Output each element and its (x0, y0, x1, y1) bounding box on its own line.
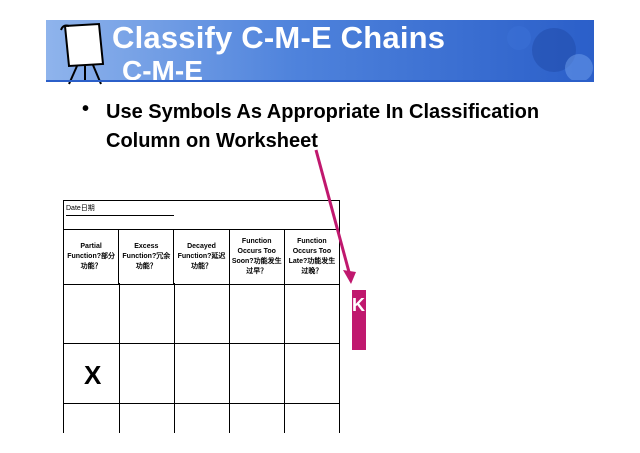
grid-line (174, 283, 175, 433)
column-header: Function Occurs Too Soon?功能发生过早？ (230, 230, 285, 284)
title-banner (46, 20, 594, 80)
worksheet: Date日期 Partial Function?部分功能？ Excess Fun… (63, 200, 340, 433)
classification-mark: X (84, 360, 102, 390)
grid-line (64, 343, 339, 344)
bullet-icon: • (82, 98, 90, 120)
date-line (66, 215, 174, 216)
grid-line (119, 283, 120, 433)
grid-line (229, 283, 230, 433)
grid-line (64, 403, 339, 404)
column-header: Excess Function?冗余功能？ (119, 230, 175, 284)
title-rule (46, 80, 594, 82)
bubbles-decoration (507, 26, 593, 80)
classification-grid: X (64, 283, 339, 433)
classification-header: Partial Function?部分功能？ Excess Function?冗… (64, 229, 339, 285)
column-header: Partial Function?部分功能？ (64, 230, 120, 284)
slide-title: Classify C-M-E Chains (112, 20, 446, 55)
grid-line (284, 283, 285, 433)
column-header: Function Occurs Too Late?功能发生过晚？ (288, 238, 336, 275)
callout-letter: K (352, 295, 365, 315)
bullet-text: Use Symbols As Appropriate In Classifica… (106, 101, 540, 152)
date-label: Date日期 (66, 205, 95, 212)
flipchart-icon (60, 22, 105, 85)
column-header: Decayed Function?延迟功能？ (174, 230, 230, 284)
callout-box (352, 290, 366, 350)
